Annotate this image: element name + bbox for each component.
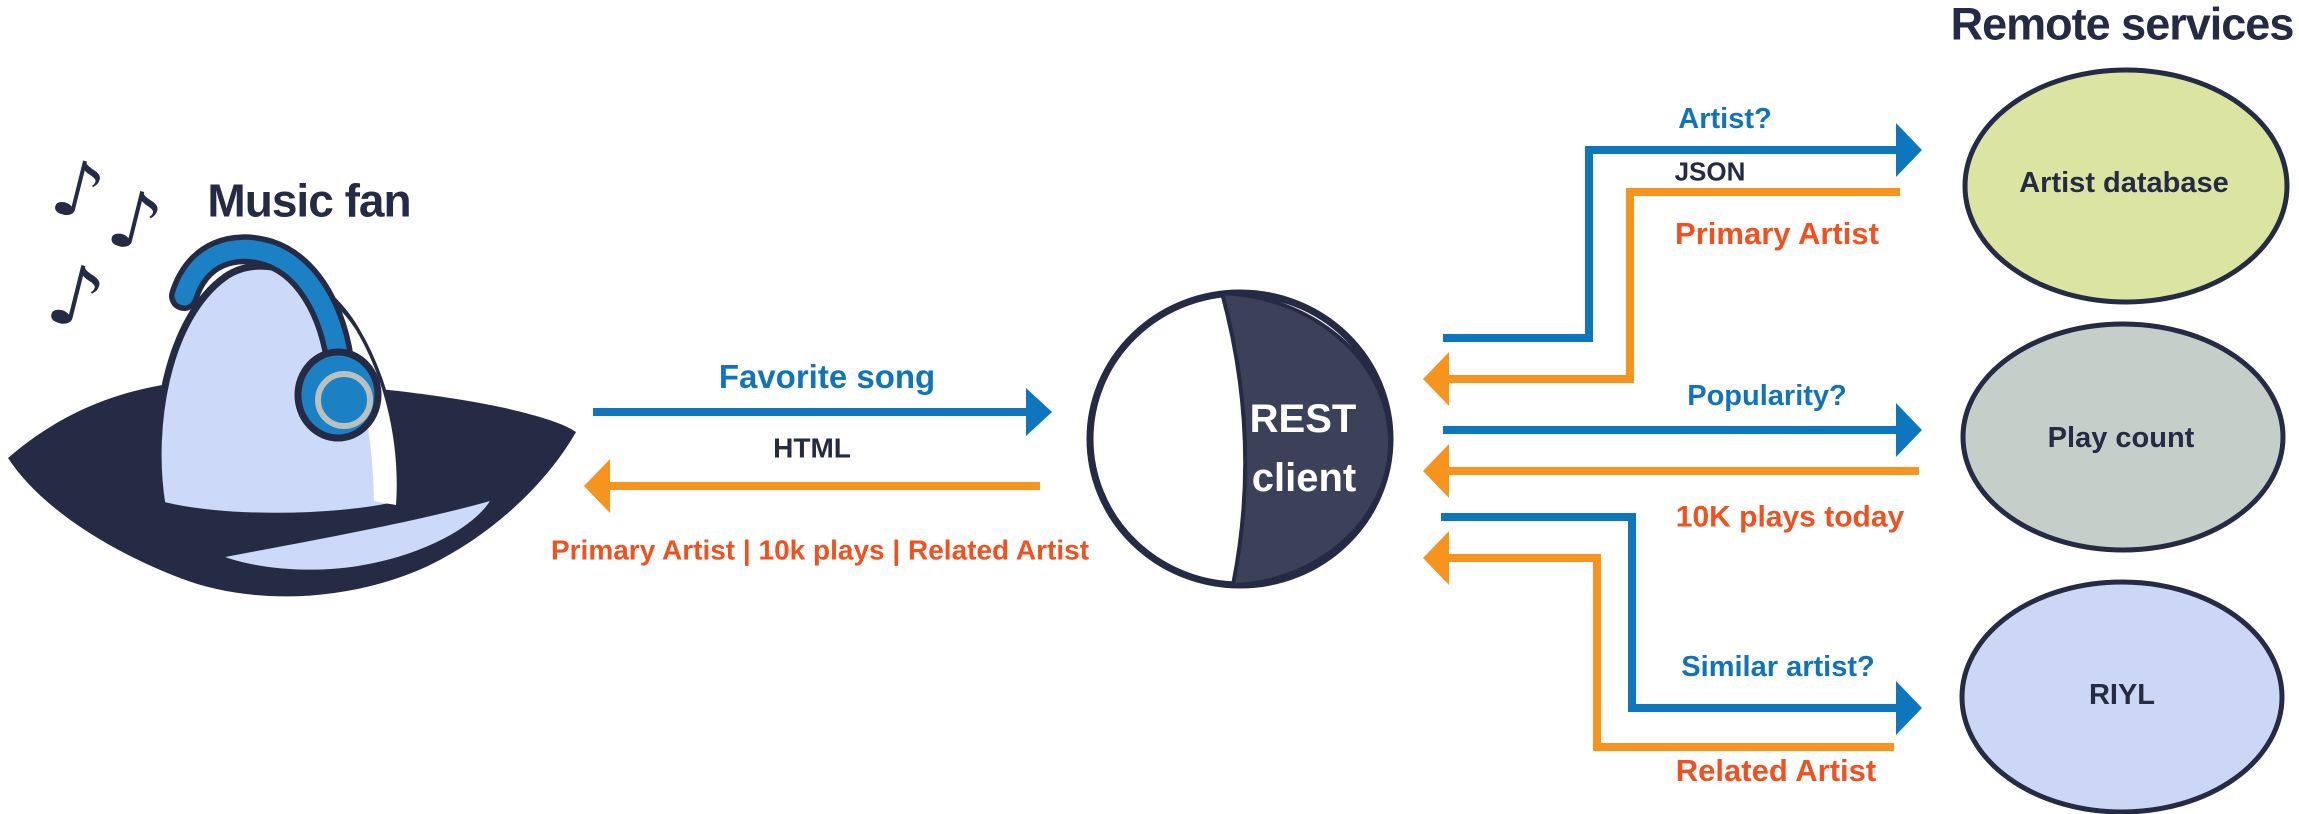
remote-services-title: Remote services — [1950, 0, 2295, 50]
favorite-song-label: Favorite song — [718, 357, 936, 395]
rest-client-node — [1086, 289, 1394, 589]
client-request-arrowhead — [1026, 388, 1052, 436]
artist-response-label: Primary Artist — [1675, 215, 1879, 251]
artist-db-request-arrow — [1443, 123, 1922, 342]
play-count-response-arrow — [1423, 444, 1919, 498]
riyl-request-arrow — [1441, 513, 1922, 735]
html-format-label: HTML — [773, 432, 851, 464]
artist-db-response-arrow — [1423, 188, 1900, 406]
riyl-response-label: Related Artist — [1675, 752, 1877, 788]
riyl-label: RIYL — [2088, 679, 2156, 712]
artist-db-response-arrowhead — [1423, 352, 1449, 406]
artist-db-label: Artist database — [2019, 167, 2229, 200]
riyl-request-arrowhead — [1896, 681, 1922, 735]
play-count-response-label: 10K plays today — [1675, 500, 1905, 534]
rest-client-label-line1: REST — [1249, 397, 1357, 441]
artist-db-request-arrowhead — [1896, 123, 1922, 177]
music-fan-title: Music fan — [207, 174, 411, 227]
client-response-label: Primary Artist | 10k plays | Related Art… — [550, 534, 1090, 566]
artist-request-label: Artist? — [1678, 103, 1772, 136]
riyl-ellipse — [1959, 579, 2285, 814]
fan-head-highlight — [306, 288, 397, 505]
riyl-response-arrowhead — [1423, 531, 1449, 585]
riyl-response-arrow — [1423, 531, 1894, 751]
client-response-arrow — [584, 459, 1040, 513]
play-count-request-arrow — [1443, 403, 1922, 457]
headphone-earcup — [294, 348, 382, 442]
client-response-arrowhead — [584, 459, 610, 513]
fan-smile-shape — [225, 501, 490, 570]
music-fan-figure — [8, 234, 576, 597]
rest-client-label-line2: client — [1251, 456, 1357, 500]
play-count-label: Play count — [2047, 422, 2195, 455]
headphone-earcup-ring — [315, 371, 373, 429]
play-count-response-arrowhead — [1423, 444, 1449, 498]
play-count-request-arrowhead — [1896, 403, 1922, 457]
headphone-band — [174, 239, 351, 390]
artist-db-ellipse — [1962, 67, 2290, 305]
similar-artist-request-label: Similar artist? — [1681, 651, 1875, 684]
json-format-label: JSON — [1674, 156, 1746, 187]
client-request-arrow — [593, 388, 1052, 436]
rest-client-dark-lune — [1219, 290, 1393, 588]
play-count-ellipse — [1960, 321, 2286, 553]
popularity-request-label: Popularity? — [1687, 380, 1847, 413]
